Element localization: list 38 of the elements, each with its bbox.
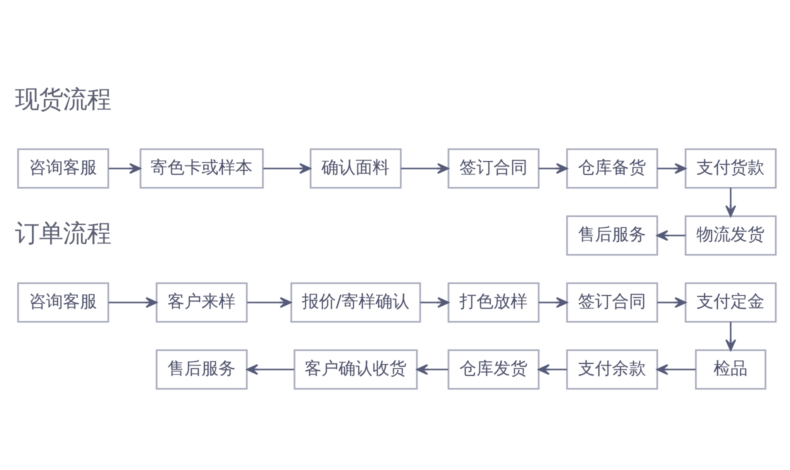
label: 现货流程	[15, 84, 112, 114]
arrow	[538, 162, 568, 174]
node-box: 仓库发货	[448, 348, 540, 390]
node-box: 售后服务	[156, 348, 248, 390]
label: 订单流程	[15, 218, 112, 248]
arrow	[725, 321, 736, 350]
arrow	[657, 162, 686, 174]
arrow	[108, 296, 158, 308]
arrow	[657, 296, 686, 308]
node-box: 咨询客服	[17, 282, 110, 322]
node-box: 报价/寄样确认	[290, 282, 421, 322]
arrow	[656, 364, 696, 374]
node-box: 寄色卡或样本	[140, 148, 264, 188]
node-box: 确认面料	[310, 148, 402, 188]
arrow	[538, 296, 568, 308]
arrow	[416, 364, 448, 374]
node-box: 签订合同	[448, 148, 540, 188]
arrow	[247, 296, 292, 308]
node-box: 打色放样	[448, 282, 540, 322]
arrow	[246, 364, 294, 374]
node-box: 检品	[695, 348, 766, 390]
node-box: 签订合同	[566, 282, 658, 322]
arrow	[420, 296, 450, 308]
node-box: 咨询客服	[17, 148, 110, 188]
node-box: 支付定金	[684, 282, 777, 322]
arrow	[725, 187, 736, 216]
arrow	[538, 364, 567, 374]
node-box: 物流发货	[684, 214, 777, 256]
arrow	[108, 162, 141, 174]
node-box: 支付余款	[566, 348, 658, 390]
arrow	[263, 162, 311, 174]
node-box: 客户确认收货	[294, 348, 418, 390]
node-box: 支付货款	[684, 148, 777, 188]
node-box: 客户来样	[156, 282, 248, 322]
arrow	[656, 230, 686, 240]
node-box: 仓库备货	[566, 148, 658, 188]
node-box: 售后服务	[566, 214, 658, 256]
arrow	[400, 162, 449, 174]
